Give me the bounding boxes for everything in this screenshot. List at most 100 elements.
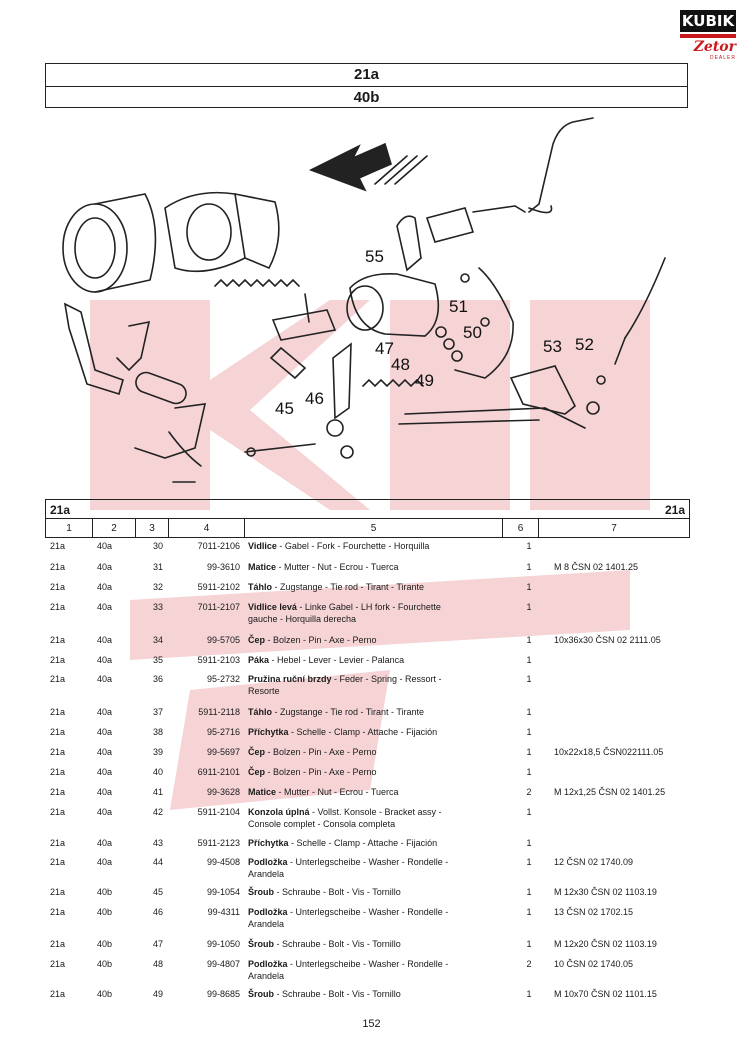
cell-group: 21a (50, 727, 66, 737)
callout-55: 55 (365, 247, 384, 266)
part-name: Čep (248, 747, 266, 757)
cell-position: 48 (152, 959, 163, 969)
cell-position: 43 (152, 838, 163, 848)
part-translations: - Bolzen - Pin - Axe - Perno (265, 635, 377, 645)
cell-group: 21a (50, 787, 66, 797)
subgroup-number: 40b (46, 86, 687, 108)
cell-subgroup: 40a (97, 562, 113, 572)
column-header-7: 7 (611, 523, 617, 534)
cell-part-number: 5911-2104 (197, 807, 240, 817)
column-number-row: 1 2 3 4 5 6 7 (46, 519, 689, 538)
right-lever (509, 365, 577, 415)
part-name: Šroub (248, 939, 274, 949)
cell-description: Vidlice levá - Linke Gabel - LH fork - F… (248, 601, 528, 625)
callout-50: 50 (463, 323, 482, 342)
cell-subgroup: 40a (97, 602, 113, 612)
cell-group: 21a (50, 562, 66, 572)
column-header-5: 5 (245, 519, 503, 538)
cell-quantity: 1 (526, 838, 532, 848)
cell-subgroup: 40a (97, 727, 113, 737)
part-name: Táhlo (248, 582, 272, 592)
cell-spec: 12 ČSN 02 1740.09 (554, 857, 634, 867)
logo-brand: KUBIK (680, 10, 736, 32)
cell-subgroup: 40a (97, 767, 113, 777)
cell-position: 35 (152, 655, 163, 665)
cell-spec: M 10x70 ČSN 02 1101.15 (554, 989, 657, 999)
cell-part-number: 99-5705 (206, 635, 240, 645)
cell-part-number: 5911-2103 (197, 655, 240, 665)
cell-quantity: 1 (526, 767, 532, 777)
central-cylinder (349, 272, 440, 337)
logo-script: Zetor (693, 39, 736, 55)
cell-quantity: 1 (526, 727, 532, 737)
part-name: Páka (248, 655, 270, 665)
cell-quantity: 2 (526, 959, 532, 969)
cell-position: 36 (152, 674, 163, 684)
cell-subgroup: 40b (97, 907, 113, 917)
cell-position: 39 (152, 747, 163, 757)
part-translations: - Gabel - Fork - Fourchette - Horquilla (276, 541, 430, 551)
cell-description: Táhlo - Zugstange - Tie rod - Tirant - T… (248, 706, 528, 718)
callout-47: 47 (375, 339, 394, 358)
cell-quantity: 1 (526, 635, 532, 645)
brake-lever (332, 342, 352, 420)
cell-subgroup: 40a (97, 747, 113, 757)
table-group-right: 21a (664, 503, 685, 517)
upper-cylinder (425, 207, 475, 243)
part-translations: - Schraube - Bolt - Vis - Tornillo (274, 939, 401, 949)
cell-group: 21a (50, 989, 66, 999)
callout-labels: 45 46 47 48 49 50 51 52 53 55 (275, 247, 594, 418)
cell-part-number: 99-4311 (207, 907, 240, 917)
cell-subgroup: 40a (97, 838, 113, 848)
cell-quantity: 2 (526, 787, 532, 797)
cell-group: 21a (50, 602, 66, 612)
cell-description: Táhlo - Zugstange - Tie rod - Tirant - T… (248, 581, 528, 593)
part-name: Čep (248, 767, 266, 777)
section-header: 21a 40b (45, 63, 688, 108)
cell-position: 30 (152, 541, 163, 551)
logo-bar (680, 34, 736, 38)
part-name: Matice (248, 562, 277, 572)
page-number: 152 (362, 1018, 381, 1030)
cell-description: Čep - Bolzen - Pin - Axe - Perno (248, 634, 528, 646)
part-translations-cont: Resorte (248, 686, 280, 696)
cell-spec: 10 ČSN 02 1740.05 (554, 959, 634, 969)
part-translations: - Unterlegscheibe - Washer - Rondelle - (287, 959, 449, 969)
parts-table-header: 21a 21a 1 2 3 4 5 6 7 (45, 499, 690, 538)
part-name: Podložka (248, 857, 288, 867)
cell-subgroup: 40a (97, 807, 113, 817)
cell-group: 21a (50, 959, 66, 969)
cell-subgroup: 40a (97, 674, 113, 684)
part-translations: - Mutter - Nut - Ecrou - Tuerca (276, 787, 399, 797)
part-name: Příchytka (248, 838, 289, 848)
cell-quantity: 1 (526, 541, 532, 551)
cell-position: 41 (152, 787, 163, 797)
cell-group: 21a (50, 887, 66, 897)
cell-subgroup: 40a (97, 707, 113, 717)
cell-group: 21a (50, 541, 66, 551)
cell-quantity: 1 (526, 655, 532, 665)
cell-group: 21a (50, 767, 66, 777)
cell-description: Podložka - Unterlegscheibe - Washer - Ro… (248, 906, 528, 930)
cell-subgroup: 40b (97, 887, 113, 897)
cell-part-number: 99-5697 (206, 747, 240, 757)
cell-part-number: 6911-2101 (197, 767, 240, 777)
cell-description: Podložka - Unterlegscheibe - Washer - Ro… (248, 958, 528, 982)
cell-description: Pružina ruční brzdy - Feder - Spring - R… (248, 673, 528, 697)
part-translations: - Schraube - Bolt - Vis - Tornillo (274, 887, 401, 897)
callout-53: 53 (543, 337, 562, 356)
cell-quantity: 1 (526, 747, 532, 757)
cell-spec: M 12x1,25 ČSN 02 1401.25 (554, 787, 666, 797)
cell-group: 21a (50, 635, 66, 645)
cell-part-number: 99-4508 (206, 857, 240, 867)
cell-position: 38 (152, 727, 163, 737)
cell-part-number: 95-2732 (206, 674, 240, 684)
cell-part-number: 7011-2107 (197, 602, 240, 612)
cell-quantity: 1 (526, 602, 532, 612)
cell-part-number: 7011-2106 (197, 541, 240, 551)
part-translations: - Vollst. Konsole - Bracket assy - (309, 807, 442, 817)
cell-description: Příchytka - Schelle - Clamp - Attache - … (248, 837, 528, 849)
cell-subgroup: 40a (97, 635, 113, 645)
cell-quantity: 1 (526, 582, 532, 592)
cell-description: Příchytka - Schelle - Clamp - Attache - … (248, 726, 528, 738)
